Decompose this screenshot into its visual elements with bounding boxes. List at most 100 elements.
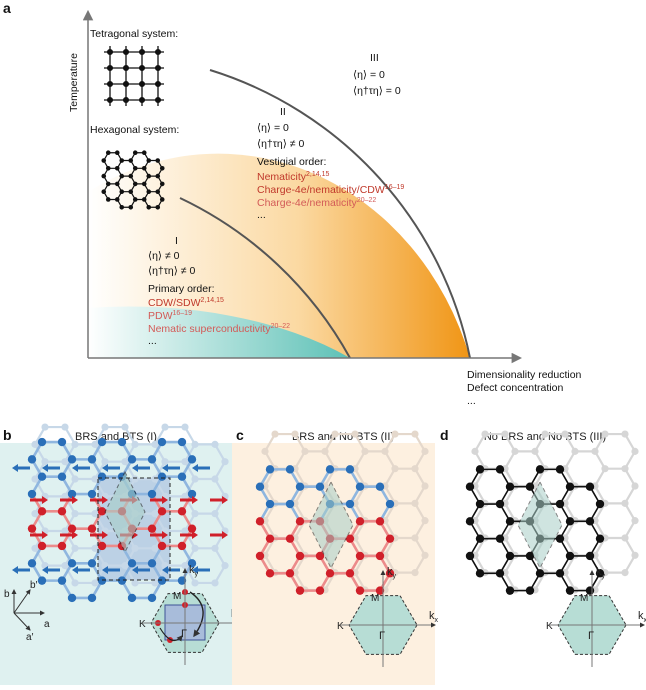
lattice-atom <box>411 569 419 577</box>
lattice-atom <box>265 569 275 578</box>
lattice-atom <box>57 541 67 551</box>
lattice-atom <box>131 475 139 483</box>
region-i-numeral: I <box>175 235 178 247</box>
lattice-atom <box>146 173 152 179</box>
tetragonal-atom <box>154 48 162 56</box>
lattice-atom <box>211 440 219 448</box>
boundary-i-ii <box>179 197 351 359</box>
tetragonal-atom <box>154 80 162 88</box>
lattice-atom <box>87 559 97 568</box>
lattice-atom <box>211 510 219 518</box>
panel-b-supercell-outline <box>97 477 171 581</box>
lattice-atom <box>67 489 77 499</box>
lattice-atom <box>97 541 107 551</box>
lattice-atom <box>151 475 159 483</box>
y-axis-label: Temperature <box>68 53 80 112</box>
region-ii-item-1: Nematicity2,14,15 <box>257 171 329 183</box>
lattice-atom <box>101 458 109 466</box>
lattice-atom <box>187 489 197 499</box>
panel-b-letter: b <box>3 427 12 443</box>
lattice-atom <box>295 551 305 561</box>
panel-c-letter: c <box>236 427 244 443</box>
lattice-atom <box>315 551 325 561</box>
lattice-atom <box>187 524 197 533</box>
lattice-atom <box>495 499 505 509</box>
lattice-atom <box>475 534 485 543</box>
lattice-atom <box>141 181 147 187</box>
lattice-atom <box>177 541 187 551</box>
lattice-atom <box>601 430 609 438</box>
lattice-atom <box>27 559 37 568</box>
lattice-atom <box>71 579 79 587</box>
lattice-atom <box>595 569 605 578</box>
panel-c-title: BRS and No BTS (II) <box>292 431 394 443</box>
lattice-atom <box>495 465 505 474</box>
lattice-atom <box>97 507 107 516</box>
lattice-atom <box>87 593 97 603</box>
tetragonal-atom <box>138 80 146 88</box>
region-iii-eq2: ⟨η†τη⟩ = 0 <box>353 85 401 97</box>
panel-d-letter: d <box>440 427 449 443</box>
spin-arrow-head <box>132 464 138 472</box>
lattice-atom <box>285 465 295 474</box>
spin-arrow-head <box>72 464 78 472</box>
lattice-atom <box>119 204 125 210</box>
lattice-atom <box>67 559 77 568</box>
lattice-atom <box>127 455 137 464</box>
lattice-atom <box>191 510 199 518</box>
lattice-atom <box>105 166 111 171</box>
lattice-atom <box>495 534 505 543</box>
spin-arrow-head <box>192 566 198 574</box>
lattice-atom <box>331 430 339 438</box>
lattice-atom <box>345 569 355 578</box>
lattice-atom <box>345 499 355 509</box>
lattice-atom <box>505 482 515 491</box>
lattice-atom <box>131 579 139 587</box>
lattice-atom <box>31 544 39 552</box>
lattice-atom <box>119 158 125 163</box>
lattice-atom <box>315 586 325 595</box>
spin-arrow-head <box>12 464 18 472</box>
lattice-atom <box>375 586 385 595</box>
lattice-atom <box>141 197 147 202</box>
panel-c-unit-cell <box>308 480 354 570</box>
lattice-atom <box>101 189 107 194</box>
lattice-atom <box>221 562 229 570</box>
lattice-atom <box>585 517 595 526</box>
spin-arrow-head <box>102 464 108 472</box>
lattice-atom <box>151 579 159 587</box>
lattice-atom <box>91 440 99 448</box>
lattice-atom <box>475 499 485 509</box>
lattice-atom <box>161 458 169 466</box>
spin-arrow-head <box>162 531 168 539</box>
lattice-atom <box>465 551 475 561</box>
lattice-atom <box>421 447 429 455</box>
lattice-atom <box>67 593 77 603</box>
lattice-atom <box>181 492 189 500</box>
lattice-atom <box>157 472 167 481</box>
lattice-atom <box>481 430 489 438</box>
lattice-atom <box>177 576 187 585</box>
spin-arrow-head <box>192 531 198 539</box>
lattice-atom <box>631 482 639 490</box>
lattice-atom <box>411 499 419 507</box>
lattice-atom <box>128 204 134 210</box>
hexagonal-lattice <box>101 150 165 210</box>
lattice-a-prime-label: a′ <box>26 632 34 643</box>
lattice-atom <box>117 576 127 585</box>
lattice-atom <box>355 517 365 526</box>
lattice-atom <box>351 430 359 438</box>
tetragonal-atom <box>122 48 130 56</box>
panel-b-unit-cell <box>104 470 146 554</box>
x-axis-label-3: ... <box>467 395 476 407</box>
lattice-atom <box>181 562 189 570</box>
spin-arrow-head <box>12 566 18 574</box>
lattice-atom <box>57 576 67 585</box>
lattice-atom <box>535 569 545 578</box>
lattice-atom <box>87 524 97 533</box>
spin-arrow-head <box>132 566 138 574</box>
lattice-atom <box>631 447 639 455</box>
lattice-atom <box>571 447 579 455</box>
lattice-atom <box>525 586 535 595</box>
